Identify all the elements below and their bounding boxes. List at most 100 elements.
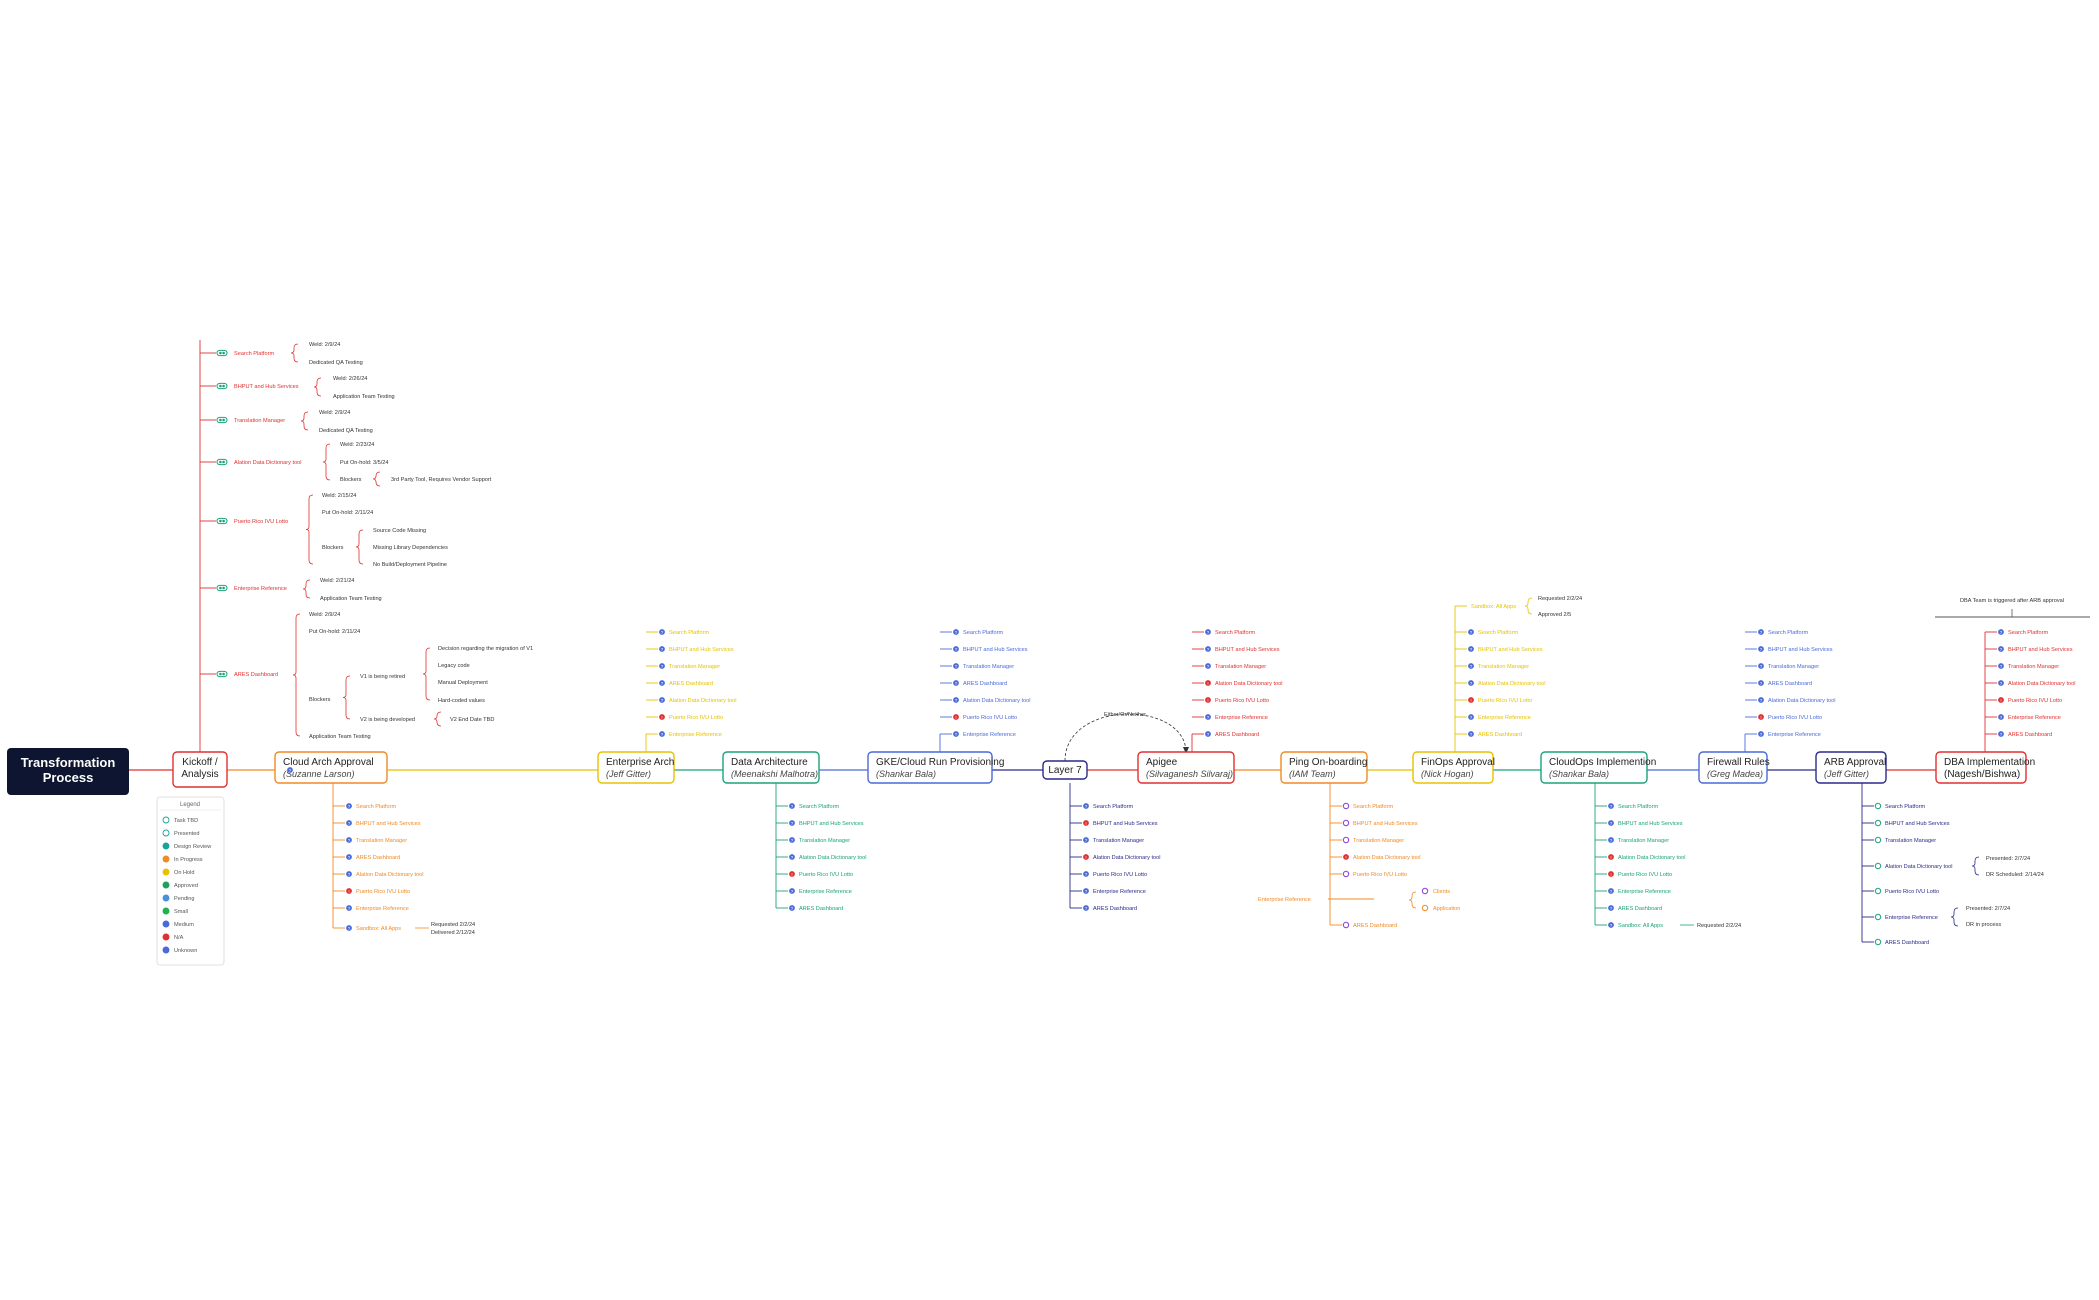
app-item: BHPUT and Hub Services xyxy=(1618,821,1683,827)
icon-glyph: ? xyxy=(791,906,794,911)
dot-shape xyxy=(1998,731,2004,737)
app-item: BHPUT and Hub Services xyxy=(669,647,734,653)
stage-subtitle: (Jeff Gitter) xyxy=(606,769,651,779)
dot-shape xyxy=(789,803,795,809)
app-item: ARES Dashboard xyxy=(1768,681,1812,687)
q-icon: ? xyxy=(1758,663,1764,669)
task-tbd-icon: Task TBD xyxy=(162,816,198,824)
q-icon: ? xyxy=(1608,922,1614,928)
stage-dba[interactable]: DBA Implementation(Nagesh/Bishwa) xyxy=(1935,751,2035,784)
icon-glyph: ? xyxy=(791,804,794,809)
stage-layer7[interactable]: Layer 7 xyxy=(1042,760,1088,780)
dot-shape xyxy=(1998,646,2004,652)
root-node[interactable]: Transformation Process xyxy=(7,748,129,795)
dot-shape xyxy=(1083,888,1089,894)
ring-shape xyxy=(1874,819,1882,827)
legend-label: On Hold xyxy=(174,870,195,876)
legend-label: Design Review xyxy=(174,844,212,850)
dot-shape xyxy=(1468,714,1474,720)
stage-box[interactable] xyxy=(597,751,675,784)
kickoff-note: Dedicated QA Testing xyxy=(309,360,363,366)
stage-cloud-arch[interactable]: Cloud Arch Approval(Suzanne Larson) xyxy=(274,751,388,784)
app-item: ARES Dashboard xyxy=(963,681,1007,687)
app-item: Search Platform xyxy=(963,630,1003,636)
stage-cloudops[interactable]: CloudOps Implemention(Shankar Bala) xyxy=(1540,751,1656,784)
kickoff-note: Weld: 2/15/24 xyxy=(322,493,356,499)
q-icon: ? xyxy=(1468,629,1474,635)
stage-box[interactable] xyxy=(1042,760,1088,780)
stage-arb[interactable]: ARB Approval(Jeff Gitter) xyxy=(1815,751,1887,784)
stage-subtitle: (Jeff Gitter) xyxy=(1824,769,1869,779)
app-item: Search Platform xyxy=(356,804,396,810)
app-item: Translation Manager xyxy=(356,838,407,844)
dot-shape xyxy=(1608,871,1614,877)
pill-dot xyxy=(222,384,225,388)
brace xyxy=(290,343,299,363)
app-item: BHPUT and Hub Services xyxy=(356,821,421,827)
stage-box[interactable] xyxy=(1935,751,2027,784)
dot-shape xyxy=(659,663,665,669)
stage-apigee[interactable]: Apigee(Silvaganesh Silvaraj) xyxy=(1137,751,1235,784)
icon-glyph: ? xyxy=(661,664,664,669)
app-item: ARES Dashboard xyxy=(799,906,843,912)
stage-title: Cloud Arch Approval xyxy=(283,757,374,768)
na-icon: ! xyxy=(1083,820,1089,826)
stage-title: GKE/Cloud Run Provisioning xyxy=(876,757,1004,768)
na-icon: ! xyxy=(1608,854,1614,860)
sandbox-requested: Requested 2/2/24 xyxy=(431,922,475,928)
edges-layer xyxy=(129,340,2090,943)
stage-gke[interactable]: GKE/Cloud Run Provisioning(Shankar Bala) xyxy=(867,751,1004,784)
stage-box[interactable] xyxy=(1698,751,1768,784)
kickoff-note: Put On-hold: 3/5/24 xyxy=(340,460,389,466)
stage-kickoff[interactable]: Kickoff /Analysis xyxy=(172,751,228,788)
app-item: ARES Dashboard xyxy=(669,681,713,687)
app-item: Alation Data Dictionary tool xyxy=(1768,698,1835,704)
app-item: Puerto Rico IVU Lotto xyxy=(669,715,723,721)
stage-data-arch[interactable]: Data Architecture(Meenakshi Malhotra) xyxy=(722,751,820,784)
ring-shape xyxy=(1342,819,1350,827)
app-item: Enterprise Reference xyxy=(799,889,852,895)
kickoff-branch: Puerto Rico IVU Lotto xyxy=(234,519,288,525)
pill-dot xyxy=(219,586,222,590)
icon-glyph: ? xyxy=(2000,647,2003,652)
ring-icon xyxy=(1342,819,1350,827)
kickoff-note: No Build/Deployment Pipeline xyxy=(373,562,447,568)
stage-box[interactable] xyxy=(1280,751,1368,784)
stage-box[interactable] xyxy=(1412,751,1494,784)
icon-glyph: ? xyxy=(348,838,351,843)
dot-shape xyxy=(346,905,352,911)
stage-box[interactable] xyxy=(1137,751,1235,784)
stage-finops[interactable]: FinOps Approval(Nick Hogan) xyxy=(1412,751,1495,784)
icon-glyph: ? xyxy=(1207,647,1210,652)
stage-box[interactable] xyxy=(1815,751,1887,784)
stage-box[interactable] xyxy=(1540,751,1648,784)
dot-shape xyxy=(1998,714,2004,720)
dot-shape xyxy=(1205,663,1211,669)
dot-shape xyxy=(659,646,665,652)
stage-ent-arch[interactable]: Enterprise Arch(Jeff Gitter) xyxy=(597,751,675,784)
ring-shape xyxy=(1874,913,1882,921)
kickoff-branch: Search Platform xyxy=(234,351,274,357)
stage-title: Layer 7 xyxy=(1048,765,1082,776)
stage-box[interactable] xyxy=(274,751,388,784)
icon-glyph: ? xyxy=(955,681,958,686)
icon-glyph: ! xyxy=(1760,715,1761,720)
dot-shape xyxy=(1083,837,1089,843)
icon-glyph: ? xyxy=(1470,715,1473,720)
app-item: Enterprise Reference xyxy=(1215,715,1268,721)
app-item: Alation Data Dictionary tool xyxy=(1885,864,1952,870)
stage-ping[interactable]: Ping On-boarding(IAM Team) xyxy=(1280,751,1368,784)
stage-box[interactable] xyxy=(722,751,820,784)
legend-swatch xyxy=(162,933,170,941)
stage-box[interactable] xyxy=(867,751,993,784)
q-icon: ? xyxy=(789,803,795,809)
stage-title: Ping On-boarding xyxy=(1289,757,1367,768)
stage-firewall[interactable]: Firewall Rules(Greg Madea) xyxy=(1698,751,1770,784)
dot-shape xyxy=(1343,854,1349,860)
app-item: BHPUT and Hub Services xyxy=(799,821,864,827)
stage-box[interactable] xyxy=(172,751,228,788)
stage-subtitle: (Nick Hogan) xyxy=(1421,769,1474,779)
dot-shape xyxy=(1998,663,2004,669)
icon-glyph: ? xyxy=(1207,664,1210,669)
